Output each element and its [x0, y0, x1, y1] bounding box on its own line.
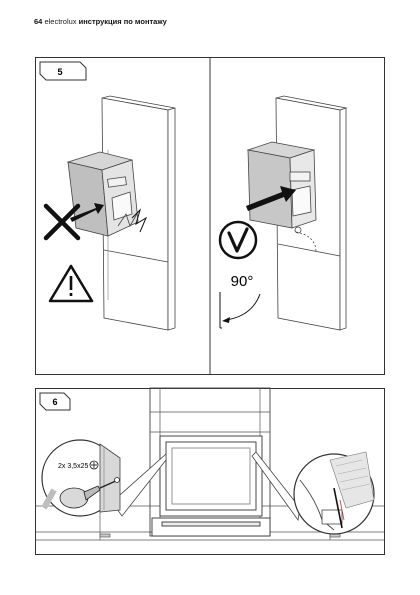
- brand-name: electrolux: [44, 17, 77, 26]
- screw-plus-icon: [89, 460, 99, 470]
- angle-label: 90°: [231, 273, 254, 290]
- left-zoom-callout: 2x 3,5x25: [41, 439, 167, 517]
- drill-icon: [41, 477, 120, 510]
- oven-front: [151, 435, 271, 537]
- collision-mark: [131, 208, 148, 233]
- page-title: инструкция по монтажу: [78, 17, 167, 26]
- warning-triangle-icon: [48, 264, 94, 303]
- oven-tilted: [66, 151, 139, 237]
- step-5-tab: 5: [39, 61, 87, 81]
- hinge-arc: [295, 231, 317, 253]
- correct-check-icon: [218, 220, 258, 260]
- wrong-cross-icon: [43, 203, 81, 241]
- step-5-number: 5: [57, 67, 62, 77]
- screw-label: 2x 3,5x25: [58, 463, 88, 470]
- right-zoom-callout: [251, 451, 375, 535]
- page-header: 64 electrolux инструкция по монтажу: [34, 17, 167, 26]
- rotation-arc-icon: [219, 292, 261, 329]
- push-arrow-right: [246, 186, 296, 211]
- push-arrow-left: [70, 203, 104, 222]
- step-6-number: 6: [52, 397, 57, 407]
- step-6-tab: 6: [39, 392, 71, 411]
- oven-inserted: [246, 141, 317, 229]
- page-number: 64: [34, 17, 43, 26]
